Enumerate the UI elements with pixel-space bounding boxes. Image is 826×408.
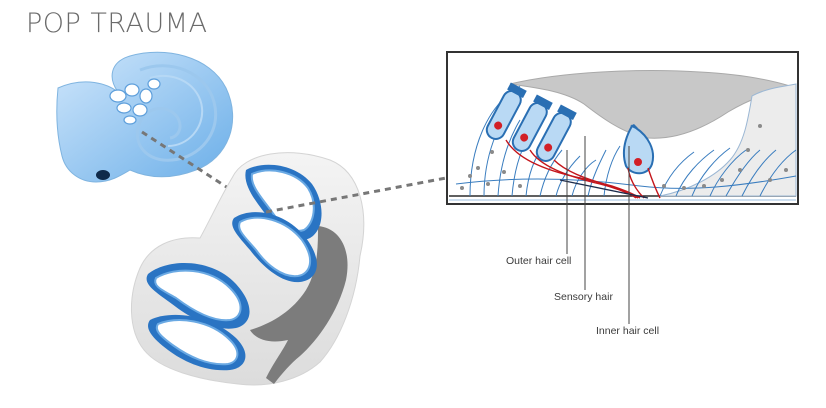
- leader-lines: [566, 136, 630, 324]
- label-sensory-hair: Sensory hair: [554, 291, 613, 303]
- cochlea-upper-turn: [232, 164, 322, 283]
- label-inner-hair-cell: Inner hair cell: [596, 325, 659, 337]
- page-title: POP TRAUMA: [26, 8, 208, 39]
- cochlea-lower-turn: [146, 263, 250, 371]
- cochlea-overview: [56, 51, 234, 183]
- round-window-icon: [96, 170, 110, 180]
- inner-hair-cell: [623, 124, 654, 175]
- organ-of-corti-detail: [446, 51, 799, 205]
- label-outer-hair-cell: Outer hair cell: [506, 255, 571, 267]
- outer-hair-cells: [485, 82, 577, 162]
- cochlea-cross-section: [131, 152, 365, 386]
- connector-line-2: [265, 176, 447, 214]
